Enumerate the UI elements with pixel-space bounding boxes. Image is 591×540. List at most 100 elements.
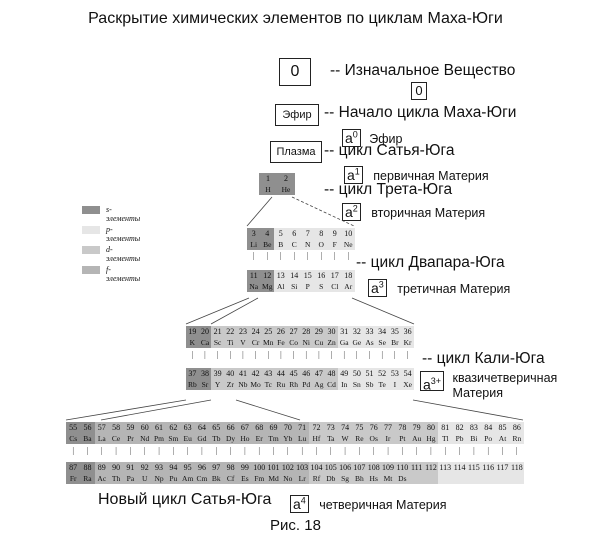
- element-symbol-cell: Br: [388, 337, 402, 348]
- element-symbol-cell: Pr: [123, 433, 138, 444]
- element-symbol-cell: Zr: [223, 379, 237, 390]
- atomic-number-cell: 52: [375, 368, 389, 379]
- element-symbol-cell: Cm: [194, 473, 210, 484]
- link-tick: |: [356, 350, 358, 359]
- link-tick: |: [100, 446, 103, 455]
- atomic-number-cell: 98: [223, 462, 238, 473]
- link-tick: |: [158, 446, 160, 455]
- element-symbol-cell: Sg: [337, 473, 353, 484]
- element-symbol-cell: Sm: [166, 433, 181, 444]
- atomic-number-cell: 96: [194, 462, 210, 473]
- atomic-number-cell: 82: [452, 422, 467, 433]
- element-symbol-cell: Na: [247, 281, 261, 292]
- element-symbol-cell: V: [236, 337, 250, 348]
- atomic-number-cell: 107: [352, 462, 367, 473]
- atomic-number-cell: 51: [363, 368, 376, 379]
- element-symbol-cell: [509, 473, 524, 484]
- atomic-number-cell: 56: [80, 422, 95, 433]
- element-symbol-cell: Si: [287, 281, 301, 292]
- a3plus-box: a3+: [420, 371, 445, 393]
- element-symbol-cell: Ba: [80, 433, 95, 444]
- a3plus-text-1: квазичетверичная: [452, 371, 558, 385]
- atomic-number-cell: 54: [401, 368, 414, 379]
- element-symbol-cell: [452, 473, 467, 484]
- element-symbol-cell: Lr: [295, 473, 310, 484]
- a3plus-text-2: Материя: [452, 386, 503, 400]
- atomic-number-cell: 29: [312, 326, 326, 337]
- a1-text: первичная Материя: [373, 168, 489, 183]
- element-symbol-cell: Mn: [261, 337, 275, 348]
- element-symbol-cell: Es: [237, 473, 253, 484]
- link-tick: |: [254, 350, 257, 359]
- element-symbol-cell: Ir: [380, 433, 396, 444]
- atomic-number-cell: 26: [274, 326, 288, 337]
- element-symbol-cell: F: [328, 239, 342, 250]
- atomic-number-cell: 114: [452, 462, 467, 473]
- link-tick: |: [244, 446, 246, 455]
- a2-group: a2 вторичная Материя: [342, 199, 485, 222]
- label-new-satya-yuga: Новый цикл Сатья-Юга: [98, 491, 272, 508]
- atomic-number-cell: 32: [350, 326, 364, 337]
- atomic-number-cell: 41: [236, 368, 250, 379]
- element-symbol-cell: Pm: [151, 433, 167, 444]
- atomic-number-cell: 88: [80, 462, 95, 473]
- atomic-number-cell: 10: [341, 228, 355, 239]
- element-symbol-cell: N: [301, 239, 315, 250]
- element-symbol-cell: At: [495, 433, 510, 444]
- element-symbol-cell: Rf: [309, 473, 324, 484]
- atomic-number-cell: 39: [211, 368, 224, 379]
- atomic-number-cell: 50: [350, 368, 364, 379]
- zero-small-box: 0: [411, 82, 427, 100]
- element-symbol-cell: K: [186, 337, 199, 348]
- atomic-number-cell: 85: [495, 422, 510, 433]
- element-symbol-cell: In: [337, 379, 351, 390]
- a0-text: Эфир: [369, 131, 403, 146]
- link-tick: |: [381, 350, 383, 359]
- connector-p3-to-p4-right: [351, 297, 415, 325]
- a0-group: a0 Эфир: [342, 125, 402, 148]
- link-tick: |: [172, 446, 175, 455]
- link-tick: |: [186, 446, 189, 455]
- element-symbol-cell: H: [259, 184, 277, 195]
- a0-box: a0: [342, 128, 361, 147]
- atomic-number-cell: 8: [314, 228, 328, 239]
- atomic-number-cell: 77: [380, 422, 396, 433]
- element-symbol-cell: Sc: [211, 337, 224, 348]
- period-4-5-links: ||||||||||||||||||: [186, 349, 414, 360]
- element-symbol-cell: Rb: [186, 379, 199, 390]
- link-tick: |: [280, 350, 282, 359]
- atomic-number-cell: 112: [423, 462, 439, 473]
- atomic-number-cell: 37: [186, 368, 199, 379]
- link-tick: |: [401, 446, 404, 455]
- element-symbol-cell: Ti: [223, 337, 237, 348]
- link-tick: |: [372, 446, 375, 455]
- atomic-number-cell: 35: [388, 326, 402, 337]
- atomic-number-cell: 90: [108, 462, 124, 473]
- atomic-number-cell: 19: [186, 326, 199, 337]
- element-symbol-cell: Lu: [295, 433, 310, 444]
- link-tick: |: [242, 350, 244, 359]
- a3-group: a3 третичная Материя: [368, 275, 510, 298]
- atomic-number-cell: 24: [249, 326, 262, 337]
- atomic-number-cell: 13: [274, 270, 288, 281]
- atomic-number-cell: 93: [151, 462, 167, 473]
- atomic-number-cell: 75: [352, 422, 367, 433]
- element-symbol-cell: Po: [481, 433, 496, 444]
- atomic-number-cell: 17: [328, 270, 342, 281]
- element-symbol-cell: Cd: [325, 379, 338, 390]
- atomic-number-cell: 60: [137, 422, 152, 433]
- atomic-number-cell: 91: [123, 462, 138, 473]
- atomic-number-cell: 94: [166, 462, 181, 473]
- link-tick: |: [216, 350, 219, 359]
- link-tick: |: [473, 446, 475, 455]
- atomic-number-cell: 42: [249, 368, 262, 379]
- atomic-number-cell: 44: [274, 368, 288, 379]
- element-symbol-cell: Au: [409, 433, 424, 444]
